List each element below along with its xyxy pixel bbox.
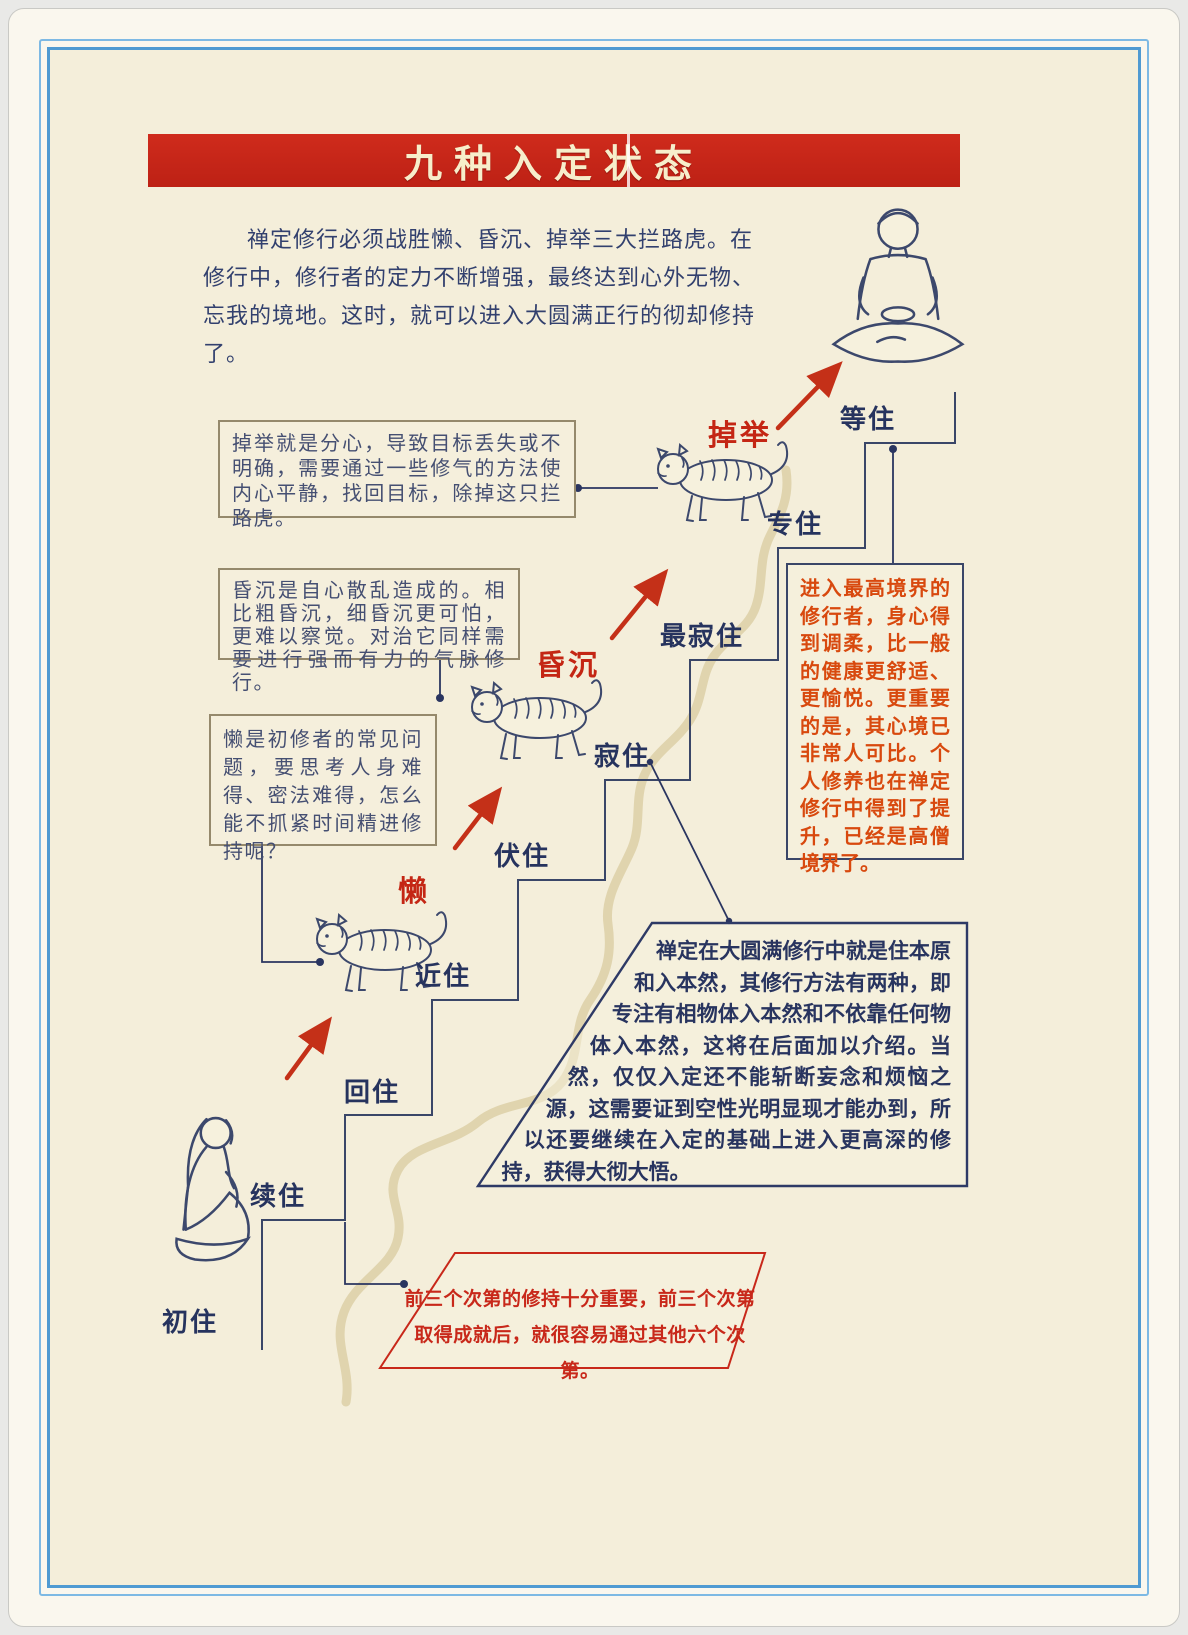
page-crease — [627, 134, 630, 187]
obstacle-label-restlessness: 掉举 — [708, 418, 773, 452]
stage-label-fuzhu: 伏住 — [494, 842, 551, 872]
stage-label-xuzhu: 续住 — [250, 1182, 307, 1212]
stage-label-huizhu: 回住 — [344, 1078, 401, 1108]
note-box-first-three: 前三个次第的修持十分重要，前三个次第取得成就后，就很容易通过其他六个次第。 — [404, 1288, 756, 1382]
note-box-laziness: 懒是初修者的常见问题，要思考人身难得、密法难得，怎么能不抓紧时间精进修持呢？ — [209, 714, 437, 863]
stage-label-zhuanzhu: 专住 — [767, 510, 824, 540]
title-banner: 九种入定状态 — [148, 134, 960, 187]
method-note-text: 禅定在大圆满修行中就是住本原和入本然，其修行方法有两种，即专注有相物体入本然和不… — [501, 939, 951, 1184]
intro-paragraph: 禅定修行必须战胜懒、昏沉、掉举三大拦路虎。在修行中，修行者的定力不断增强，最终达… — [203, 228, 756, 367]
note-box-drowsiness: 昏沉是自心散乱造成的。相比粗昏沉，细昏沉更可怕，更难以察觉。对治它同样需要进行强… — [218, 568, 520, 694]
note-box-restlessness: 掉举就是分心，导致目标丢失或不明确，需要通过一些修气的方法使内心平静，找回目标，… — [218, 420, 576, 530]
note-box-highest-state: 进入最高境界的修行者，身心得到调柔，比一般的健康更舒适、更愉悦。更重要的是，其心… — [786, 563, 964, 875]
note-box-method: 禅定在大圆满修行中就是住本原和入本然，其修行方法有两种，即专注有相物体入本然和不… — [478, 923, 967, 1186]
stage-label-zuijizhu: 最寂住 — [660, 622, 745, 652]
stage-label-chuzhu: 初住 — [162, 1308, 219, 1338]
page-title: 九种入定状态 — [403, 142, 704, 186]
stage-label-jinzhu: 近住 — [415, 962, 472, 992]
obstacle-label-laziness: 懒 — [398, 874, 431, 908]
obstacle-label-drowsiness: 昏沉 — [536, 648, 601, 682]
stage-label-dengzhu: 等住 — [840, 405, 897, 435]
stage-label-jizhu: 寂住 — [594, 742, 651, 772]
